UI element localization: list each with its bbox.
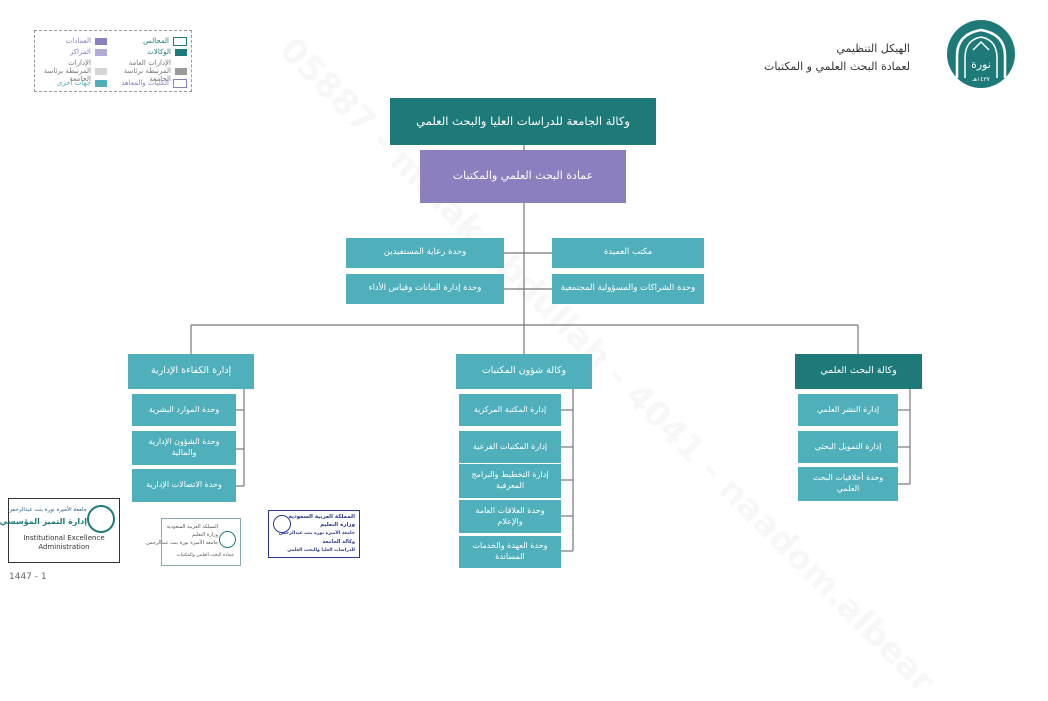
org-box-scientific-publishing: إدارة النشر العلمي (798, 394, 898, 426)
footer-version: 1447 - 1 (9, 572, 47, 582)
legend-item: المجالس (143, 37, 187, 46)
org-box-dean-office: مكتب العميدة (552, 238, 704, 268)
stamp-deanship-line: وزارة التعليم (191, 532, 218, 538)
legend-swatch (175, 48, 187, 56)
header-title-line2: لعمادة البحث العلمي و المكتبات (763, 60, 910, 74)
legend-swatch (95, 79, 107, 87)
org-box-human-resources: وحدة الموارد البشرية (132, 394, 236, 426)
legend-item: جهات أخرى (57, 79, 107, 87)
header-title: الهيكل التنظيمي لعمادة البحث العلمي و ال… (700, 40, 910, 76)
legend-item: الإدارات المرتبطة برئاسة الجامعة (41, 59, 107, 83)
logo-year: ١٤٣٧هـ (971, 76, 991, 83)
org-box-planning-programs: إدارة التخطيط والبرامج المعرفية (459, 464, 561, 498)
stamp-deanship-line: المملكة العربية السعودية (166, 524, 218, 530)
org-box-data-unit: وحدة إدارة البيانات وقياس الأداء (346, 274, 504, 304)
stamp-agency-line: للدراسات العليا والبحث العلمي (287, 548, 355, 553)
legend-label: العمادات (65, 37, 91, 45)
logo-text: نورة (971, 58, 991, 71)
org-box-partnerships: وحدة الشراكات والمسؤولية المجتمعية (552, 274, 704, 304)
stamp-agency-line: وزارة التعليم (320, 522, 355, 528)
org-box-research-agency: وكالة البحث العلمي (795, 354, 922, 389)
org-box-research-ethics: وحدة أخلاقيات البحث العلمي (798, 467, 898, 501)
org-box-admin-finance: وحدة الشؤون الإدارية والمالية (132, 431, 236, 465)
legend-swatch (173, 37, 187, 46)
connector-lines (190, 145, 911, 552)
legend-label: المراكز (69, 48, 91, 56)
org-box-research-funding: إدارة التمويل البحثي (798, 431, 898, 463)
legend-swatch (95, 37, 107, 45)
org-box-deanship: عمادة البحث العلمي والمكتبات (420, 150, 626, 203)
legend-swatch (173, 79, 187, 88)
stamp-deanship-line: جامعة الأميرة نورة بنت عبدالرحمن (146, 540, 218, 546)
stamp-agency-line: وكالة الجامعة (322, 539, 355, 545)
legend-item: الكليات والمعاهد (121, 79, 187, 88)
legend-label: الوكالات (147, 48, 171, 56)
stamp-excellence-english-2: Administration (38, 543, 90, 551)
legend-item: العمادات (66, 37, 107, 45)
org-box-central-library: إدارة المكتبة المركزية (459, 394, 561, 426)
legend-label: الإدارات العامة المرتبطة برئاسة الجامعة (123, 59, 171, 84)
legend-label: جهات أخرى (56, 79, 91, 87)
org-box-custody-services: وحدة العهدة والخدمات المساندة (459, 536, 561, 568)
stamp-deanship: المملكة العربية السعودية وزارة التعليم ج… (146, 518, 241, 566)
legend-label: الإدارات المرتبطة برئاسة الجامعة (43, 59, 91, 84)
legend-item: المراكز (70, 48, 107, 56)
header-title-line1: الهيكل التنظيمي (836, 42, 910, 55)
org-box-admin-communications: وحدة الاتصالات الإدارية (132, 469, 236, 502)
stamp-excellence: جامعة الأميرة نورة بنت عبدالرحمن إدارة ا… (0, 498, 120, 563)
legend-swatch (95, 48, 107, 56)
stamp-excellence-arabic: إدارة التميز المؤسسي (0, 517, 87, 526)
legend: المجالس الوكالات الإدارات العامة المرتبط… (34, 30, 192, 92)
stamp-excellence-university: جامعة الأميرة نورة بنت عبدالرحمن (7, 507, 87, 513)
org-box-public-relations: وحدة العلاقات العامة والإعلام (459, 500, 561, 533)
legend-label: المجالس (143, 37, 169, 46)
stamp-agency-line: المملكة العربية السعودية (288, 514, 355, 520)
stamp-agency: المملكة العربية السعودية وزارة التعليم ج… (268, 510, 360, 558)
legend-item: الإدارات العامة المرتبطة برئاسة الجامعة (117, 59, 187, 83)
stamp-agency-line: جامعة الأميرة نورة بنت عبدالرحمن (278, 531, 355, 536)
stamp-deanship-logo-icon (219, 531, 236, 548)
stamp-deanship-line: عمادة البحث العلمي والمكتبات (176, 553, 234, 558)
stamp-agency-logo-icon (273, 515, 291, 533)
org-box-libraries-agency: وكالة شؤون المكتبات (456, 354, 592, 389)
legend-label: الكليات والمعاهد (121, 79, 169, 88)
legend-item: الوكالات (147, 48, 187, 56)
org-box-top: وكالة الجامعة للدراسات العليا والبحث الع… (390, 98, 656, 145)
org-box-efficiency-admin: إدارة الكفاءة الإدارية (128, 354, 254, 389)
org-box-beneficiaries: وحدة رعاية المستفيدين (346, 238, 504, 268)
stamp-excellence-logo-icon (87, 505, 115, 533)
university-logo: نورة ١٤٣٧هـ (940, 18, 1022, 90)
org-box-branch-libraries: إدارة المكتبات الفرعية (459, 431, 561, 463)
stamp-excellence-english-1: Institutional Excellence (23, 534, 105, 542)
legend-swatch (95, 67, 107, 75)
legend-swatch (175, 67, 187, 75)
